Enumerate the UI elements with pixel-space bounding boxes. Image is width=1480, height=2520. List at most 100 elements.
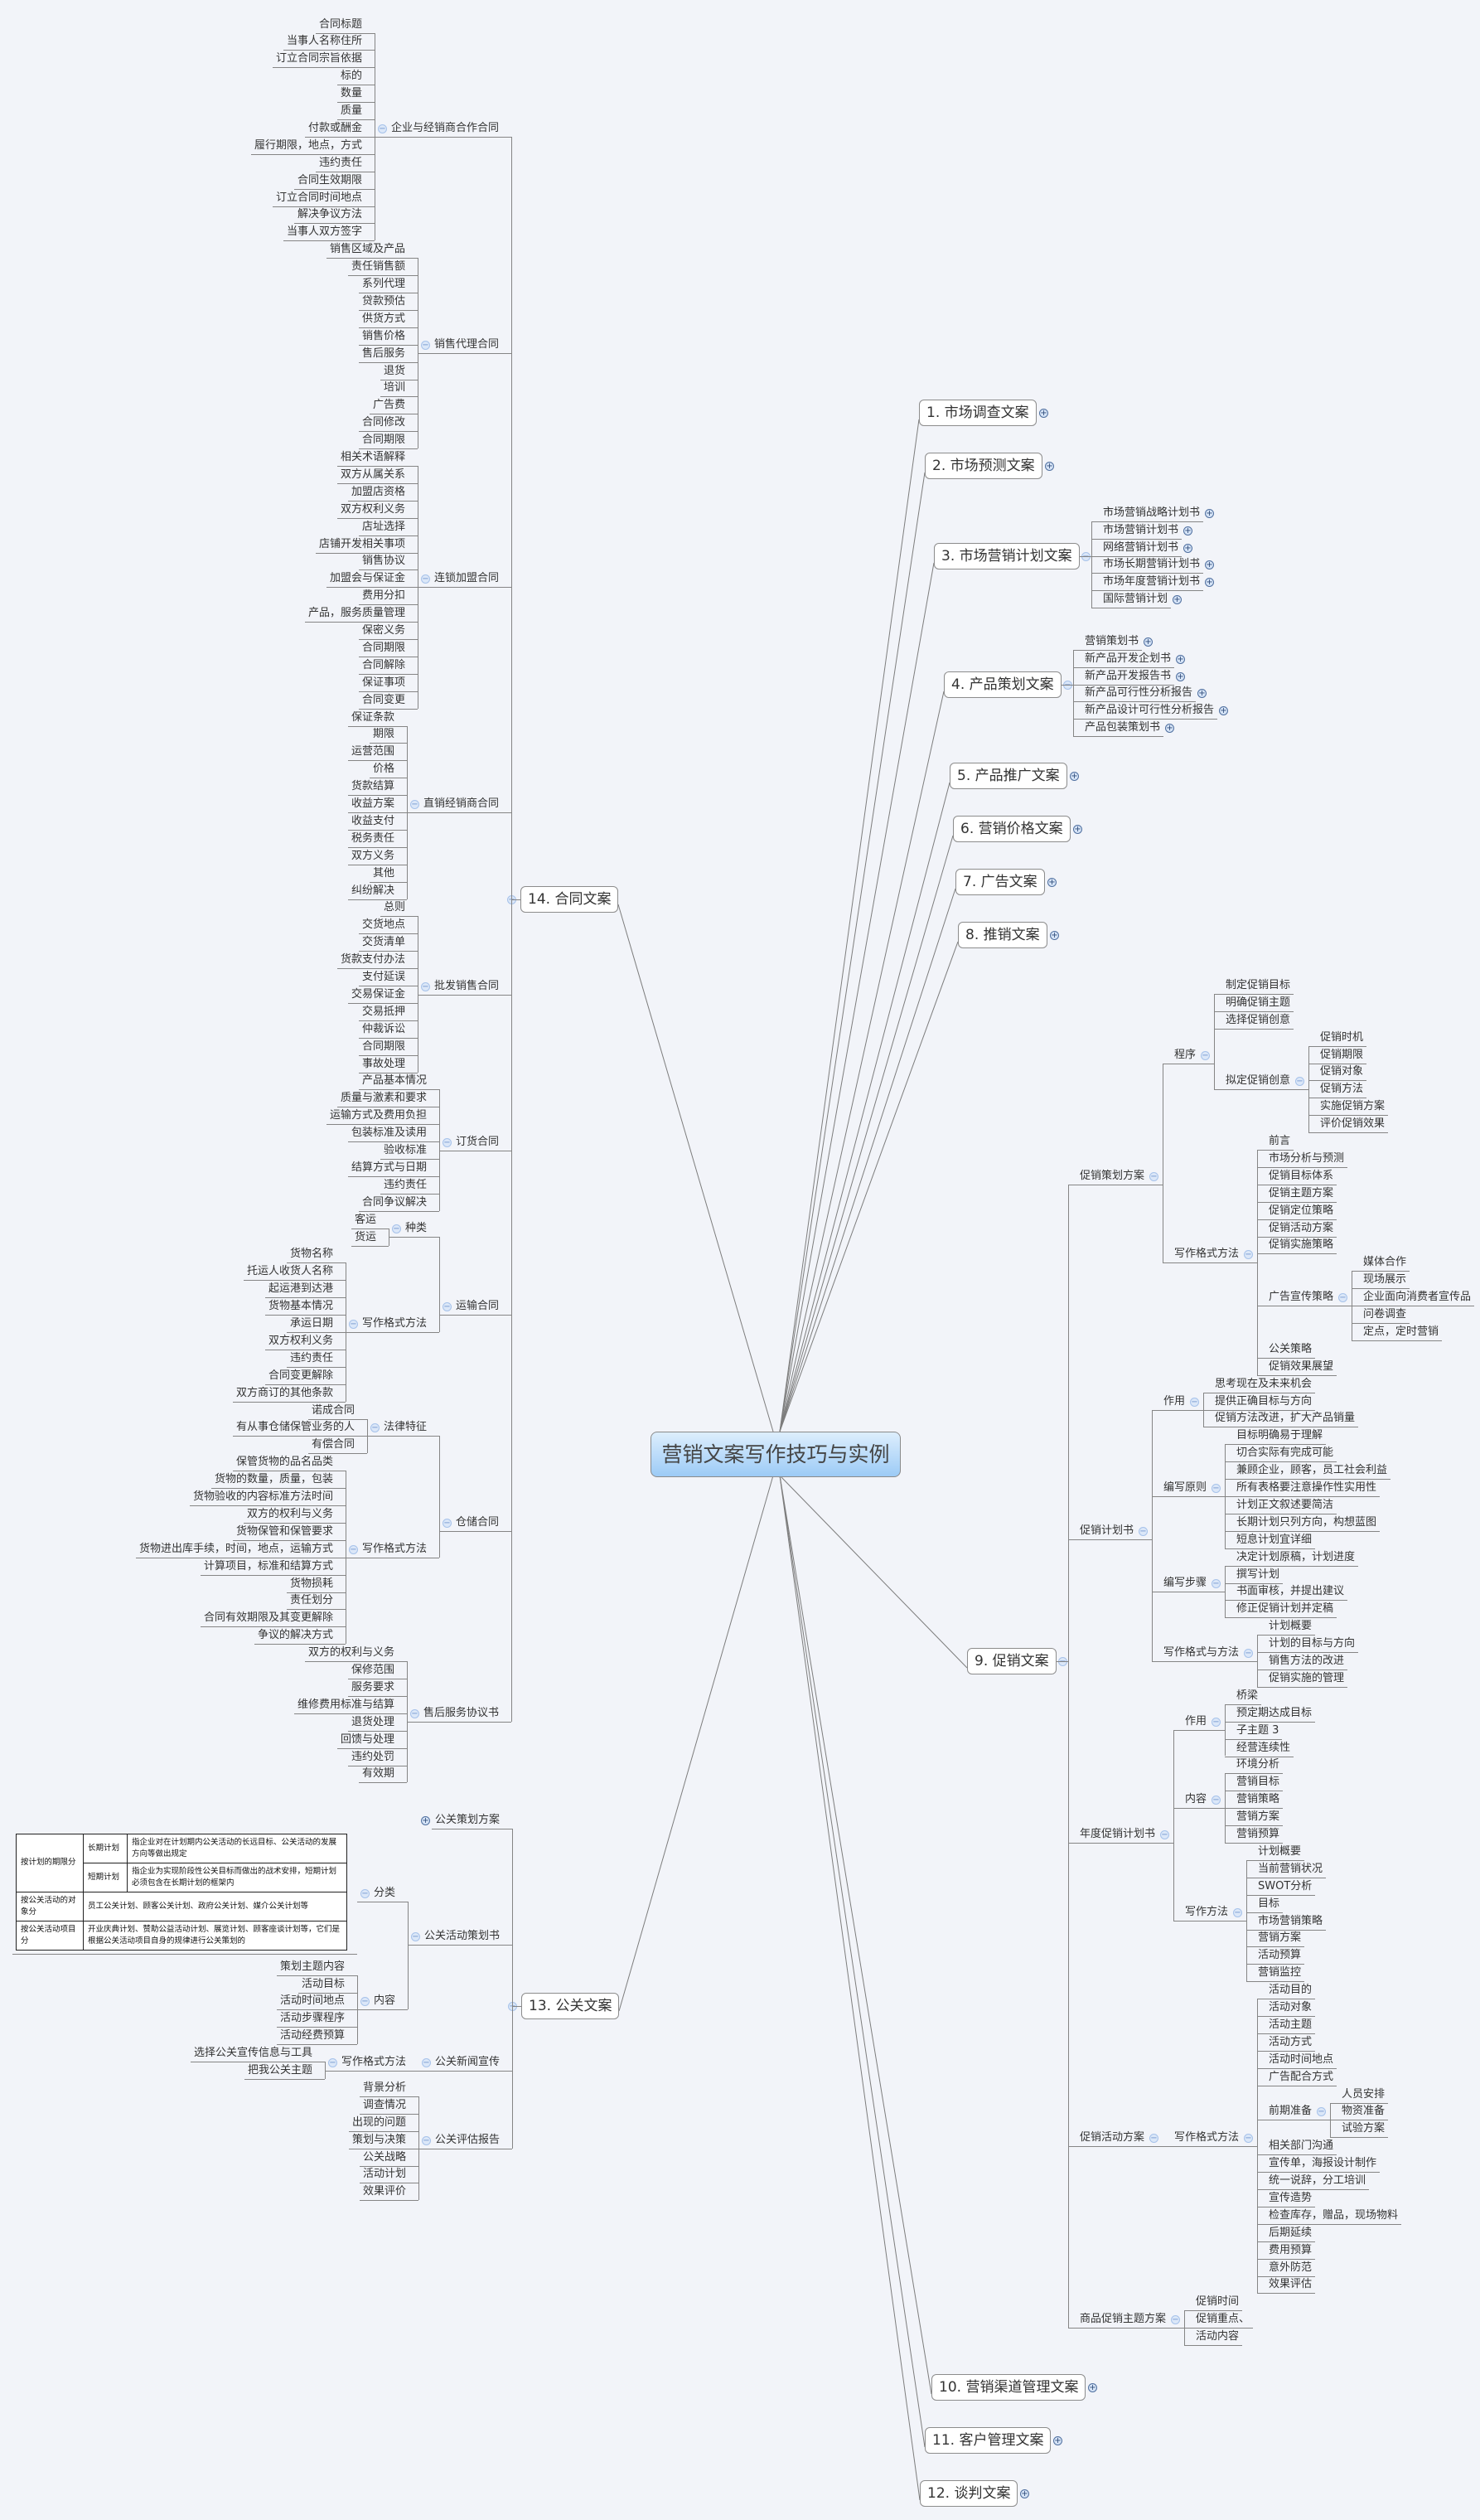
collapse-icon[interactable] <box>421 341 430 351</box>
topic-label[interactable]: 作用 <box>1163 1394 1186 1408</box>
topic-label[interactable]: 货物名称 <box>290 1248 334 1261</box>
topic-label[interactable]: 写作格式与方法 <box>1163 1645 1240 1659</box>
topic-label[interactable]: 桥梁 <box>1236 1689 1259 1702</box>
topic-label[interactable]: 营销方案 <box>1236 1810 1280 1824</box>
topic-label[interactable]: 促销效果展望 <box>1269 1359 1334 1373</box>
topic-label[interactable]: 写作格式方法 <box>1174 2130 1240 2144</box>
topic-label[interactable]: 收益支付 <box>351 814 395 827</box>
collapse-icon[interactable] <box>392 1224 401 1234</box>
topic-label[interactable]: 运营范围 <box>351 745 395 758</box>
main-topic-box[interactable]: 9. 促销文案 <box>967 1648 1057 1674</box>
topic-label[interactable]: 当前营销状况 <box>1258 1862 1323 1875</box>
topic-label[interactable]: 有从事仓储保管业务的人 <box>236 1421 355 1434</box>
topic-label[interactable]: 货物验收的内容标准方法时间 <box>193 1490 334 1504</box>
main-topic-box[interactable]: 10. 营销渠道管理文案 <box>931 2374 1086 2401</box>
topic-label[interactable]: 合同期限 <box>362 641 406 654</box>
topic-label[interactable]: 促销活动方案 <box>1080 2130 1145 2144</box>
topic-label[interactable]: 决定计划原稿，计划进度 <box>1236 1550 1356 1563</box>
collapse-icon[interactable] <box>1201 1050 1210 1060</box>
topic-label[interactable]: 退货处理 <box>351 1715 395 1728</box>
topic-label[interactable]: 连锁加盟合同 <box>434 572 500 585</box>
topic-label[interactable]: 系列代理 <box>362 278 406 291</box>
topic-label[interactable]: 市场长期营销计划书 <box>1103 558 1201 571</box>
topic-label[interactable]: 贷款预估 <box>362 294 406 308</box>
topic-label[interactable]: 有效期 <box>362 1767 395 1781</box>
topic-label[interactable]: 双方从属关系 <box>341 468 406 481</box>
topic-label[interactable]: 责任划分 <box>290 1594 334 1607</box>
collapse-icon[interactable] <box>1149 1171 1158 1181</box>
topic-label[interactable]: 交货清单 <box>362 936 406 949</box>
topic-label[interactable]: 合同变更解除 <box>268 1369 334 1382</box>
topic-label[interactable]: 市场营销战略计划书 <box>1103 506 1201 519</box>
topic-label[interactable]: 企业面向消费者宣传品 <box>1363 1291 1472 1304</box>
topic-label[interactable]: 交货地点 <box>362 918 406 932</box>
topic-label[interactable]: 种类 <box>405 1222 428 1235</box>
topic-label[interactable]: 违约责任 <box>319 156 363 169</box>
topic-label[interactable]: 商品促销主题方案 <box>1080 2313 1167 2326</box>
topic-label[interactable]: 当事人双方签字 <box>287 225 363 239</box>
topic-label[interactable]: 策划主题内容 <box>280 1960 346 1973</box>
collapse-icon[interactable] <box>422 2135 431 2145</box>
topic-label[interactable]: 维修费用标准与结算 <box>297 1698 395 1711</box>
topic-label[interactable]: 客运 <box>355 1213 377 1226</box>
topic-label[interactable]: 合同解除 <box>362 658 406 671</box>
topic-label[interactable]: 内容 <box>1185 1793 1207 1806</box>
main-topic-box[interactable]: 14. 合同文案 <box>520 886 619 913</box>
topic-label[interactable]: 公关评估报告 <box>435 2133 501 2146</box>
topic-label[interactable]: 后期延续 <box>1269 2226 1313 2239</box>
topic-label[interactable]: 营销方案 <box>1258 1931 1302 1945</box>
topic-label[interactable]: 公关策划方案 <box>435 1813 501 1826</box>
topic-label[interactable]: 违约责任 <box>384 1178 428 1191</box>
topic-label[interactable]: 修正促销计划并定稿 <box>1236 1602 1334 1616</box>
expand-icon[interactable] <box>1173 595 1182 605</box>
main-topic-box[interactable]: 1. 市场调查文案 <box>919 400 1037 426</box>
topic-label[interactable]: 程序 <box>1174 1048 1197 1061</box>
collapse-icon[interactable] <box>1317 2107 1326 2117</box>
topic-label[interactable]: 双方权利义务 <box>341 502 406 516</box>
topic-label[interactable]: 市场营销策略 <box>1258 1914 1323 1927</box>
expand-icon[interactable] <box>1183 543 1192 553</box>
topic-label[interactable]: 调查情况 <box>363 2098 407 2111</box>
topic-label[interactable]: 活动对象 <box>1269 2001 1313 2014</box>
topic-label[interactable]: 公关策略 <box>1269 1342 1313 1355</box>
topic-label[interactable]: 选择公关宣传信息与工具 <box>194 2047 313 2060</box>
collapse-icon[interactable] <box>422 2057 431 2067</box>
topic-label[interactable]: 付款或酬金 <box>308 121 363 134</box>
topic-label[interactable]: 计划的目标与方向 <box>1269 1637 1356 1650</box>
topic-label[interactable]: 交易保证金 <box>351 987 406 1001</box>
topic-label[interactable]: 活动时间地点 <box>1269 2052 1334 2066</box>
expand-icon[interactable] <box>1176 671 1185 681</box>
topic-label[interactable]: 所有表格要注意操作性实用性 <box>1236 1481 1377 1494</box>
topic-label[interactable]: 货物损耗 <box>290 1577 334 1590</box>
topic-label[interactable]: 订货合同 <box>456 1135 500 1148</box>
collapse-icon[interactable] <box>1160 1830 1169 1839</box>
topic-label[interactable]: 合同争议解决 <box>362 1195 428 1209</box>
expand-icon[interactable] <box>1047 878 1057 887</box>
topic-label[interactable]: 问卷调查 <box>1363 1308 1407 1321</box>
topic-label[interactable]: 双方的权利与义务 <box>247 1507 334 1520</box>
collapse-icon[interactable] <box>1295 1076 1304 1086</box>
topic-label[interactable]: 书面审核，并提出建议 <box>1236 1585 1345 1598</box>
topic-label[interactable]: 目标明确易于理解 <box>1236 1429 1323 1442</box>
collapse-icon[interactable] <box>349 1544 358 1554</box>
topic-label[interactable]: 活动方式 <box>1269 2035 1313 2048</box>
topic-label[interactable]: 解决争议方法 <box>297 208 363 221</box>
topic-label[interactable]: 订立合同宗旨依据 <box>276 52 363 65</box>
topic-label[interactable]: 事故处理 <box>362 1057 406 1070</box>
topic-label[interactable]: 活动步骤程序 <box>280 2012 346 2025</box>
topic-label[interactable]: 合同修改 <box>362 416 406 429</box>
topic-label[interactable]: 销售区域及产品 <box>330 243 406 256</box>
expand-icon[interactable] <box>1144 637 1153 647</box>
topic-label[interactable]: 法律特征 <box>384 1421 428 1434</box>
collapse-icon[interactable] <box>1212 1796 1221 1805</box>
topic-label[interactable]: 试验方案 <box>1342 2122 1386 2135</box>
topic-label[interactable]: 促销时间 <box>1196 2295 1240 2309</box>
topic-label[interactable]: 营销策略 <box>1236 1793 1280 1806</box>
topic-label[interactable]: 当事人名称住所 <box>287 35 363 48</box>
topic-label[interactable]: 结算方式与日期 <box>351 1161 428 1174</box>
topic-label[interactable]: 兼顾企业，顾客，员工社会利益 <box>1236 1464 1388 1477</box>
expand-icon[interactable] <box>1183 526 1192 536</box>
collapse-icon[interactable] <box>1139 1527 1148 1537</box>
topic-label[interactable]: 活动目标 <box>302 1977 346 1990</box>
collapse-icon[interactable] <box>411 1932 420 1942</box>
